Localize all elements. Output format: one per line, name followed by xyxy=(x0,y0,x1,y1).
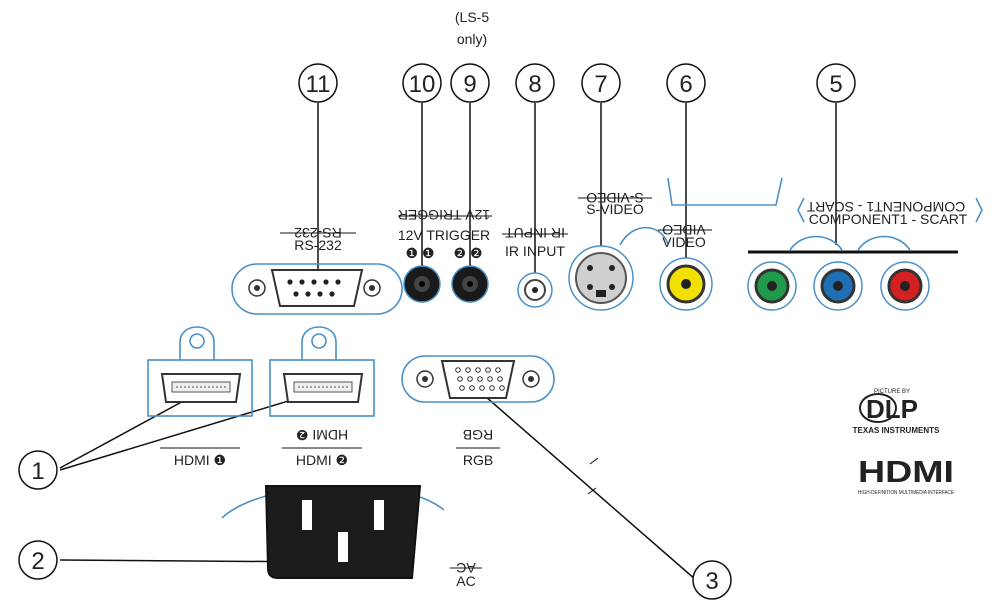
callout-number: 1 xyxy=(31,458,44,485)
hdmi-1-label: HDMI ❶ xyxy=(174,452,226,468)
dlp-logo-text: DLP xyxy=(866,394,918,424)
dlp-logo-sub: TEXAS INSTRUMENTS xyxy=(853,426,940,435)
callout-6: 6 xyxy=(666,63,706,103)
trigger-2-marks: ❷ ❷ xyxy=(454,245,483,261)
leader-1b xyxy=(59,391,319,471)
ac-inlet: AC AC xyxy=(221,485,482,589)
callout-2: 2 xyxy=(18,540,58,580)
ac-label: AC xyxy=(456,573,475,589)
callout-7: 7 xyxy=(581,63,621,103)
leader-1a xyxy=(59,391,201,469)
video-label: VIDEO xyxy=(662,234,706,250)
rgb-port: RGB RGB xyxy=(401,355,599,495)
callout-number: 7 xyxy=(594,71,607,98)
dlp-logo-top: PICTURE BY xyxy=(874,389,910,395)
hdmi-2-label-mirrored: HDMI ❷ xyxy=(296,427,348,443)
component-label-mirrored: COMPONENT1 - SCART xyxy=(806,199,965,215)
callout-5: 5 xyxy=(816,63,856,103)
hdmi-logo-text: HDMI xyxy=(858,454,954,489)
hdmi-logo-sub: HIGH-DEFINITION MULTIMEDIA INTERFACE xyxy=(858,490,955,496)
callout-number: 9 xyxy=(463,71,476,98)
rs232-port: RS-232 RS-232 xyxy=(231,225,403,315)
hdmi-logo: HDMI HIGH-DEFINITION MULTIMEDIA INTERFAC… xyxy=(858,454,955,496)
ls5-note-line1: (LS-5 xyxy=(455,9,489,25)
callout-1: 1 xyxy=(18,450,58,490)
ls5-note-line2: only) xyxy=(457,31,487,47)
callout-number: 10 xyxy=(409,71,436,98)
dlp-logo: PICTURE BY DLP TEXAS INSTRUMENTS xyxy=(853,389,940,435)
trigger-1-marks: ❶ ❶ xyxy=(406,245,435,261)
rgb-label: RGB xyxy=(463,452,493,468)
callout-10: 10 xyxy=(402,63,442,103)
ir-input-label-mirrored: IR INPUT xyxy=(505,225,565,241)
component-label: COMPONENT1 - SCART xyxy=(809,211,968,227)
trigger-ports: 12V TRIGGER 12V TRIGGER ❶ ❶ ❷ ❷ xyxy=(398,207,492,303)
s-video-label: S-VIDEO xyxy=(586,201,644,217)
callout-9: 9 xyxy=(450,63,490,103)
callout-number: 6 xyxy=(679,71,692,98)
leader-3 xyxy=(477,389,697,581)
rs232-label: RS-232 xyxy=(294,237,342,253)
callout-number: 8 xyxy=(528,71,541,98)
ir-input-port: IR INPUT IR INPUT xyxy=(502,225,568,308)
hdmi-2-port: HDMI ❷ HDMI ❷ xyxy=(269,326,375,468)
leader-lines xyxy=(59,103,837,581)
trigger-label: 12V TRIGGER xyxy=(398,227,490,243)
trigger-label-mirrored: 12V TRIGGER xyxy=(398,207,490,223)
callout-number: 3 xyxy=(705,568,718,595)
s-video-port: S-VIDEO S-VIDEO xyxy=(568,190,669,311)
rgb-label-mirrored: RGB xyxy=(463,427,493,443)
callout-number: 5 xyxy=(829,71,842,98)
hdmi-2-label: HDMI ❷ xyxy=(296,452,348,468)
ir-input-label: IR INPUT xyxy=(505,243,565,259)
callout-number: 11 xyxy=(306,71,331,98)
callout-number: 2 xyxy=(31,548,44,575)
callout-11: 11 xyxy=(298,63,338,103)
video-port: VIDEO VIDEO xyxy=(658,177,783,311)
callout-3: 3 xyxy=(692,560,732,600)
callout-8: 8 xyxy=(515,63,555,103)
hdmi-1-port: HDMI ❶ xyxy=(147,326,253,468)
component-ports: COMPONENT1 - SCART COMPONENT1 - SCART xyxy=(747,197,983,311)
